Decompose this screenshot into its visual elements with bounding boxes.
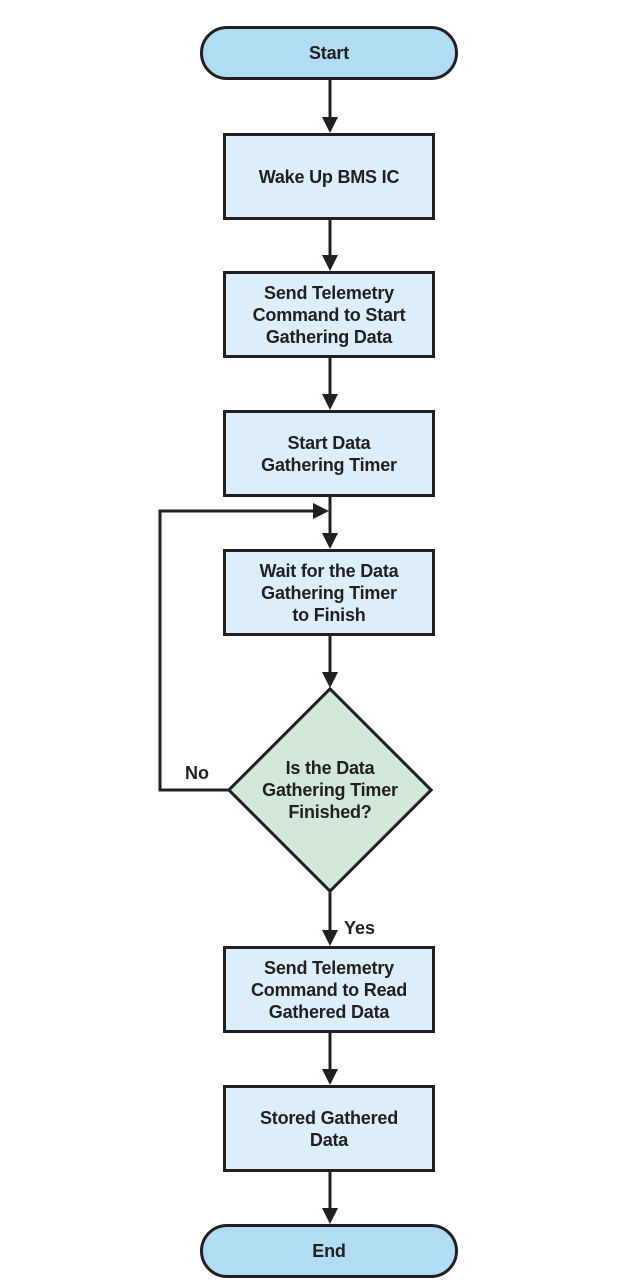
arrowhead-icon: [322, 117, 338, 133]
no-edge-label: No: [185, 763, 209, 783]
node-send-telemetry-read: Send Telemetry Command to Read Gathered …: [223, 946, 435, 1033]
arrow-send-read-to-stored: [322, 1032, 338, 1085]
no-loop-arrow: [158, 503, 329, 792]
arrowhead-icon: [322, 930, 338, 946]
arrow-wait-to-decision: [322, 634, 338, 688]
arrowhead-icon: [322, 1208, 338, 1224]
arrow-stored-to-end: [322, 1170, 338, 1224]
arrow-wake-up-to-send-start: [322, 219, 338, 271]
arrow-start-to-wake-up: [322, 78, 338, 133]
arrowhead-icon: [322, 255, 338, 271]
arrow-start-timer-to-wait: [322, 496, 338, 549]
node-send-telemetry-start: Send Telemetry Command to Start Gatherin…: [223, 271, 435, 358]
yes-arrow-decision-to-send-read: [322, 891, 338, 946]
node-wake-up-bms-ic: Wake Up BMS IC: [223, 133, 435, 220]
arrowhead-icon: [313, 503, 329, 519]
arrowhead-icon: [322, 1069, 338, 1085]
node-wait-for-timer: Wait for the Data Gathering Timer to Fin…: [223, 549, 435, 636]
arrowhead-icon: [322, 672, 338, 688]
yes-edge-label: Yes: [344, 918, 376, 938]
node-stored-gathered-data: Stored Gathered Data: [223, 1085, 435, 1172]
node-decision-timer-finished-label: Is the Data Gathering Timer Finished?: [262, 758, 398, 822]
arrow-send-start-to-start-timer: [322, 357, 338, 410]
node-start-data-gathering-timer: Start Data Gathering Timer: [223, 410, 435, 497]
node-start: Start: [200, 26, 458, 80]
arrowhead-icon: [322, 394, 338, 410]
arrowhead-icon: [322, 533, 338, 549]
node-end: End: [200, 1224, 458, 1278]
